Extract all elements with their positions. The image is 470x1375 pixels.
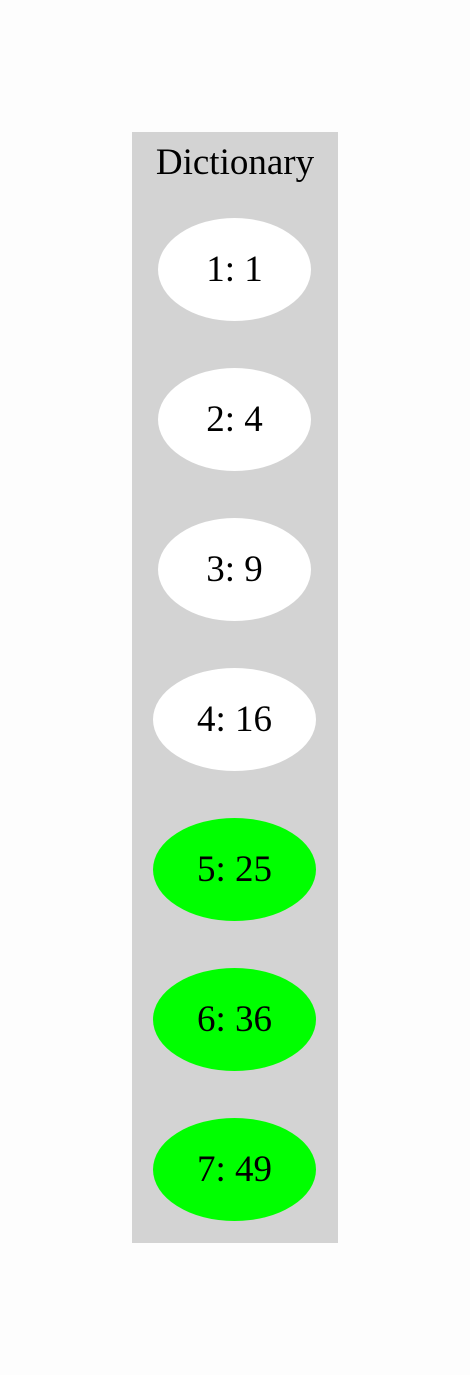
dictionary-node: 1: 1 bbox=[158, 218, 311, 321]
cluster-title: Dictionary bbox=[155, 142, 315, 183]
dictionary-node: 4: 16 bbox=[153, 668, 316, 771]
dictionary-node: 5: 25 bbox=[153, 818, 316, 921]
dictionary-node: 7: 49 bbox=[153, 1118, 316, 1221]
dictionary-node: 2: 4 bbox=[158, 368, 311, 471]
dictionary-node: 6: 36 bbox=[153, 968, 316, 1071]
dictionary-node: 3: 9 bbox=[158, 518, 311, 621]
